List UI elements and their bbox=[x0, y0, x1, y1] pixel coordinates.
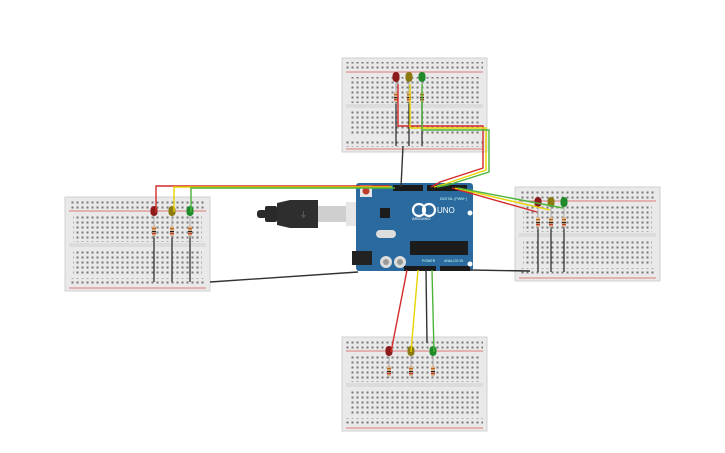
led-green[interactable] bbox=[429, 346, 437, 356]
wire-east-red[interactable] bbox=[451, 187, 538, 213]
power-rail-top bbox=[519, 191, 656, 199]
power-rail-bottom bbox=[519, 268, 656, 276]
terminal-strip-bottom bbox=[523, 239, 652, 265]
power-rail-bottom bbox=[69, 278, 206, 286]
led-yellow[interactable] bbox=[405, 72, 413, 82]
power-rail-top bbox=[346, 62, 483, 70]
power-rail-bottom bbox=[346, 418, 483, 426]
wire-west-gnd[interactable] bbox=[209, 271, 359, 283]
wire-east-green[interactable] bbox=[457, 187, 564, 209]
reset-button[interactable] bbox=[362, 187, 370, 195]
digital-header-label: DIGITAL (PWM~) bbox=[440, 197, 467, 201]
analog-header-label: ANALOG IN bbox=[444, 259, 464, 263]
led-green[interactable] bbox=[418, 72, 426, 82]
breadboard-east[interactable] bbox=[514, 186, 661, 282]
wire-north-yellow[interactable] bbox=[409, 84, 487, 188]
wire-south-gnd[interactable] bbox=[425, 269, 428, 344]
arduino-logo-left bbox=[411, 202, 427, 218]
terminal-strip-bottom bbox=[350, 389, 479, 415]
terminal-strip-top bbox=[350, 356, 479, 382]
wire-east-gnd[interactable] bbox=[469, 269, 531, 272]
led-red[interactable] bbox=[385, 346, 393, 356]
arduino-uno-board[interactable]: DIGITAL (PWM~) ARDUINO UNO POWER ANALOG … bbox=[352, 183, 473, 271]
arduino-model: UNO bbox=[437, 206, 455, 215]
breadboard-north[interactable] bbox=[341, 57, 488, 153]
power-header bbox=[404, 266, 436, 271]
digital-header-left bbox=[393, 185, 423, 191]
analog-header bbox=[440, 266, 470, 271]
arduino-logo-right bbox=[421, 202, 437, 218]
wire-west-yellow[interactable] bbox=[173, 186, 392, 212]
usb-icon: ⏚ bbox=[300, 211, 307, 219]
wire-north-gnd[interactable] bbox=[400, 145, 404, 188]
usb-cable[interactable]: ⏚ bbox=[257, 200, 368, 228]
wire-north-red[interactable] bbox=[397, 84, 484, 188]
led-green[interactable] bbox=[186, 206, 194, 216]
led-red[interactable] bbox=[534, 197, 542, 207]
power-rail-top bbox=[346, 341, 483, 349]
wire-south-green[interactable] bbox=[431, 269, 435, 353]
power-header-label: POWER bbox=[422, 259, 436, 263]
wire-south-red[interactable] bbox=[390, 269, 408, 353]
wire-north-green[interactable] bbox=[421, 84, 490, 188]
arduino-brand: ARDUINO bbox=[412, 216, 430, 221]
terminal-strip-top bbox=[73, 216, 202, 242]
terminal-strip-top bbox=[350, 77, 479, 103]
led-red[interactable] bbox=[392, 72, 400, 82]
breadboard-south[interactable] bbox=[341, 336, 488, 432]
microcontroller-chip bbox=[410, 241, 468, 255]
power-jack bbox=[352, 251, 372, 265]
led-green[interactable] bbox=[560, 197, 568, 207]
wire-west-red[interactable] bbox=[155, 185, 390, 212]
wire-south-yellow[interactable] bbox=[410, 269, 419, 353]
digital-header-right bbox=[427, 185, 467, 191]
power-rail-bottom bbox=[346, 139, 483, 147]
terminal-strip-bottom bbox=[350, 110, 479, 136]
led-yellow[interactable] bbox=[547, 197, 555, 207]
terminal-strip-bottom bbox=[73, 249, 202, 275]
power-rail-top bbox=[69, 201, 206, 209]
wire-east-yellow[interactable] bbox=[454, 187, 551, 211]
wires bbox=[155, 84, 564, 353]
wire-west-green[interactable] bbox=[190, 187, 395, 212]
terminal-strip-top bbox=[523, 206, 652, 232]
breadboard-west[interactable] bbox=[64, 196, 211, 292]
